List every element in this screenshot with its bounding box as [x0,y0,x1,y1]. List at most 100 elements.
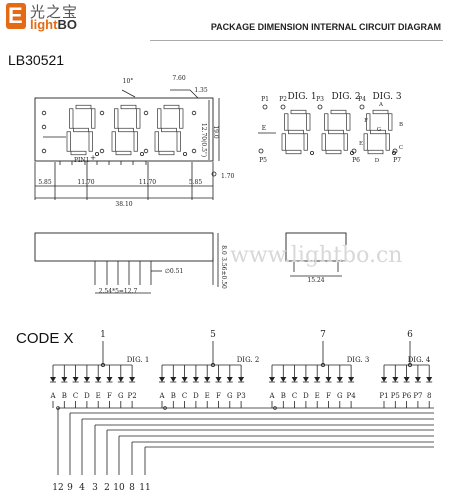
segment-label: P3 [237,392,246,400]
diode [325,377,332,382]
segment-letter: G [377,127,381,133]
bottom-pin-label: 11 [139,483,150,493]
diode [181,377,188,382]
segment-label: D [84,392,90,400]
junction [273,406,277,410]
dot [191,148,197,154]
pin-dot [280,104,286,110]
segment-v [91,108,96,129]
dim-bottom-2: 11.70 [139,179,156,186]
bottom-pin-label: 4 [79,483,85,493]
pin-top-label: P4 [358,96,366,103]
digit-label: DIG. 2 [331,92,360,102]
segment-h [70,150,87,156]
angle-line [121,89,136,98]
segment-label: F [216,392,221,400]
segment-label: G [227,392,233,400]
diode [83,377,90,382]
logo-letter: E [8,3,23,28]
diode [95,377,102,382]
decimal-point [309,150,314,155]
segment-label: P4 [347,392,357,400]
side-view: 8.03.56±0.50∅0.512.54*5=12.715.24 [34,232,347,295]
pin-dot [317,104,323,110]
group-label: DIG. 1 [127,356,150,364]
digit-outline [66,104,100,156]
segment-label: G [118,392,124,400]
segment-label: E [205,392,210,400]
segment-label: A [49,392,56,400]
segment-h [115,150,132,156]
diode [336,377,343,382]
segment-digit [281,109,314,155]
dim-170-dot [211,171,217,177]
diode [159,377,165,382]
header: E 光之宝 lightBO PACKAGE DIMENSION INTERNAL… [0,0,449,44]
segment-v [281,133,286,151]
segment-v [346,113,351,131]
segment-h [163,104,180,110]
dim-190: 19.0 [212,125,219,139]
segment-v [343,133,348,151]
diode [72,377,79,382]
segment-digit [363,109,396,155]
digit-outline [154,104,187,156]
segment-h [325,149,342,155]
dot [41,124,47,130]
segment-h [285,149,302,155]
diode [192,377,199,382]
segment-v [88,131,93,152]
dim-135-line [189,89,199,99]
segment-label: B [281,392,286,400]
dim-135: 1.35 [194,87,208,94]
pin-dot [351,148,357,154]
diode [170,377,177,382]
diode [269,377,275,382]
dot [99,110,105,116]
segment-h [328,129,344,135]
segment-digit [321,109,354,155]
diode [106,377,113,382]
diode [381,377,387,382]
segment-h [75,104,92,110]
segment-label: P2 [128,392,137,400]
diode [403,377,410,382]
diode [238,377,245,382]
diode [426,377,433,382]
pin1-label: PIN1 [74,157,89,164]
segment-letter: D [375,158,380,164]
dim-1270: 12.70(0.5") [200,123,207,157]
bottom-pin-label: 12 [52,483,63,493]
colon-label: E [262,125,266,132]
segment-label: F [107,392,112,400]
segment-v [136,108,141,129]
segment-v [69,108,74,129]
segment-label: F [326,392,331,400]
diode [61,377,68,382]
segment-h [288,129,304,135]
segment-h [158,150,175,156]
diode [414,377,421,382]
segment-h [120,104,137,110]
pin-bottom-label: P5 [259,157,267,164]
segment-h [73,127,89,133]
decimal-point [95,151,100,156]
digit-outline [111,104,144,156]
angle-label: 10° [123,78,134,85]
decimal-point [139,151,144,156]
segment-v [133,131,138,152]
segment-v [385,133,390,151]
code-label: CODE X [16,330,74,347]
segment-v [321,133,326,151]
segment-v [176,131,181,152]
dot [99,148,105,154]
part-number: LB30521 [8,52,65,68]
segment-v [284,113,289,131]
segment-letter: F [364,118,368,124]
segment-h [290,109,307,115]
segment-letter: A [378,102,384,108]
